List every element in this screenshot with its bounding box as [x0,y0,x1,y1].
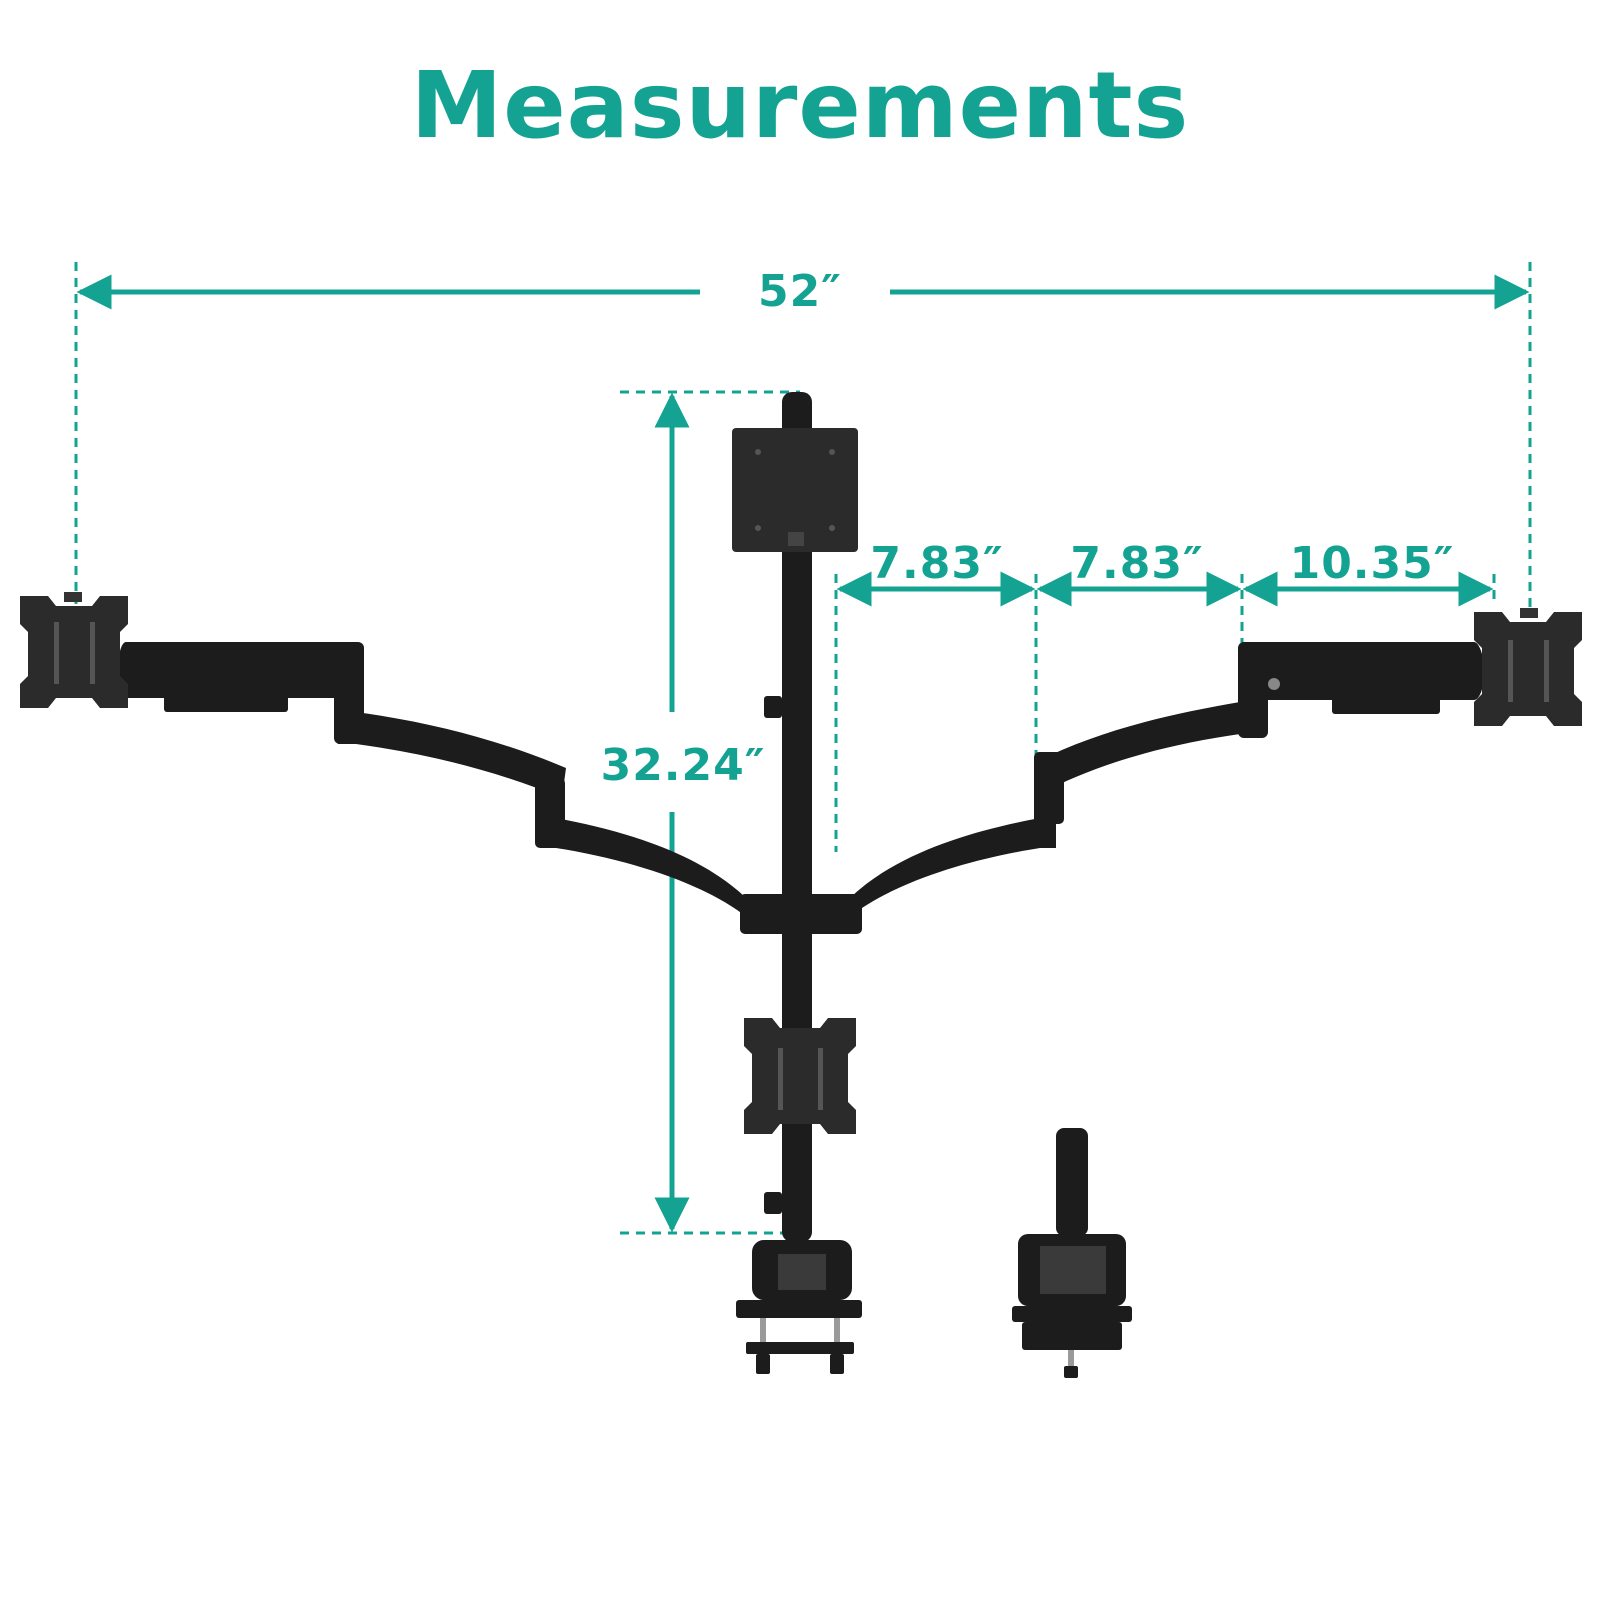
arm-segment-1-label: 7.83″ [870,538,1004,589]
pole-height-label: 32.24″ [600,740,766,791]
arm-segment-2-label: 7.83″ [1070,538,1204,589]
arm-hub [740,894,862,934]
arm-segment-3-label: 10.35″ [1289,538,1455,589]
desk-clamp [736,1240,862,1374]
right-arm [848,642,1484,918]
monitor-mount [20,392,1582,1378]
left-vesa-plate [20,592,128,708]
pole-clip-lower [764,1192,782,1214]
left-arm [118,642,748,918]
right-vesa-plate [1474,608,1582,726]
middle-vesa-plate [744,1018,856,1134]
total-width-label: 52″ [758,266,842,317]
dimension-guides [74,262,1532,1235]
pole-clip-upper [764,696,782,718]
top-vesa-plate [732,428,858,552]
page-title: Measurements [410,52,1190,159]
grommet-base [1012,1128,1132,1378]
